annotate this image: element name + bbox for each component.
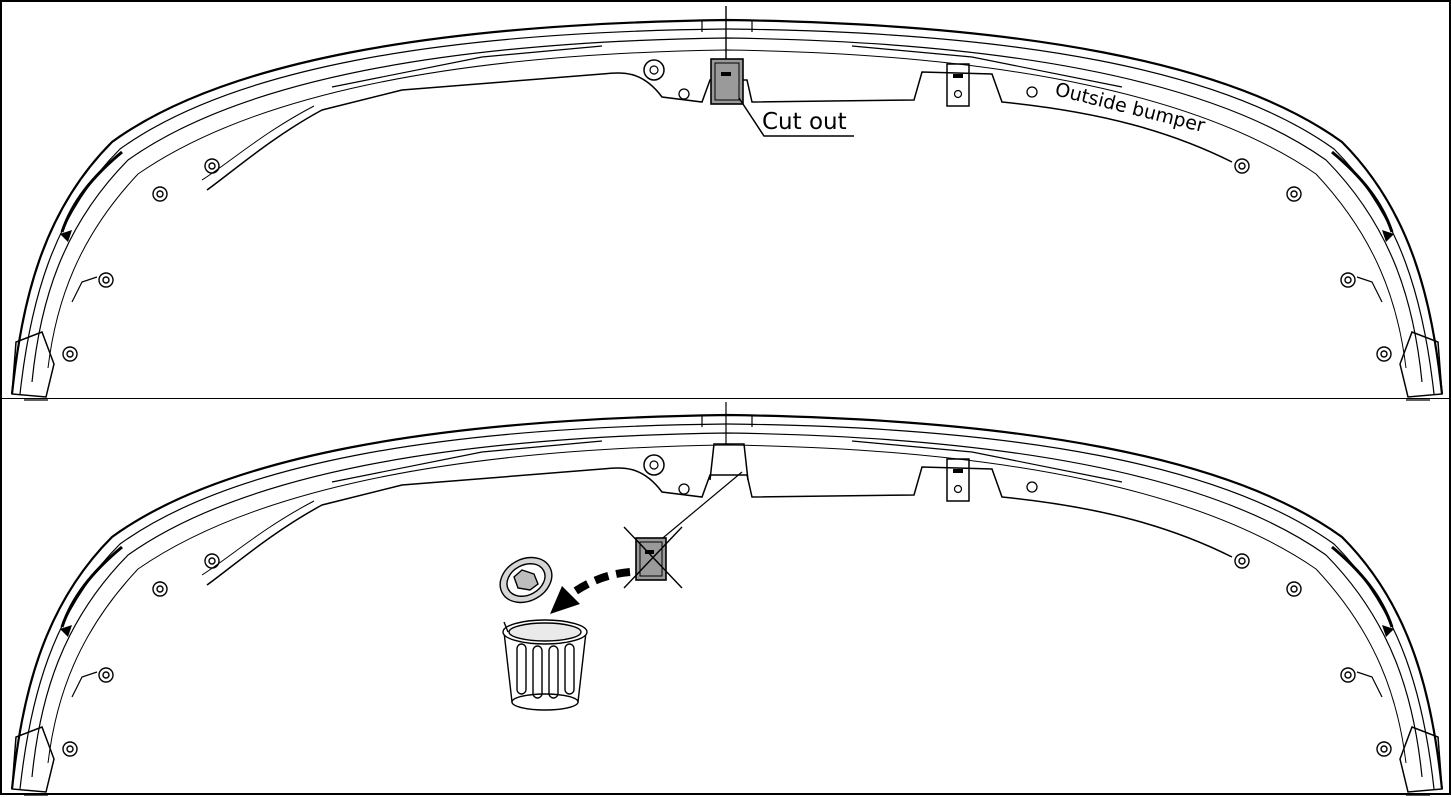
discard-arrow-icon bbox=[550, 568, 631, 614]
cut-out-label: Cut out bbox=[762, 109, 847, 135]
outside-bumper-label: Outside bumper bbox=[1053, 79, 1208, 138]
top-panel: Cut out Outside bumper bbox=[10, 6, 1444, 402]
bumper-outline-bottom bbox=[10, 413, 1444, 797]
cross-out-icon bbox=[623, 526, 683, 589]
trash-can-icon bbox=[499, 556, 588, 711]
cut-out-leader bbox=[738, 97, 854, 137]
cut-out-piece bbox=[710, 6, 744, 105]
empty-notch bbox=[709, 443, 749, 481]
bottom-panel bbox=[10, 402, 1444, 797]
panel-divider bbox=[2, 398, 1449, 399]
